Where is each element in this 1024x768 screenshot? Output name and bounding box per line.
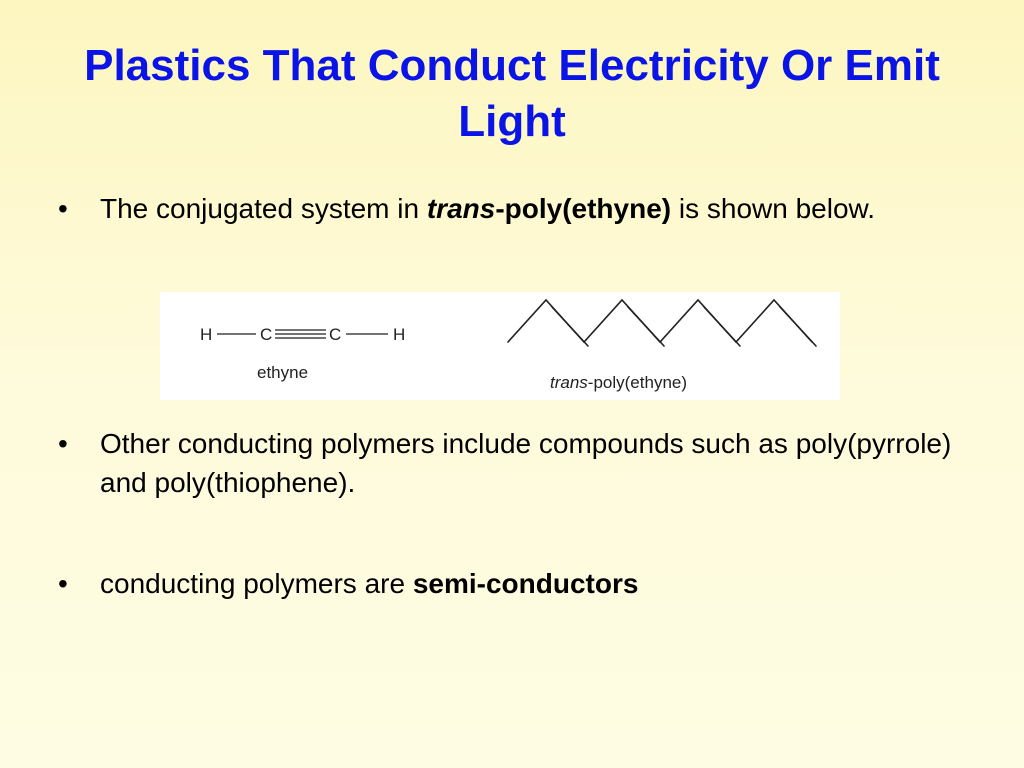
- bullet-text-before: The conjugated system in: [100, 193, 427, 224]
- triple-bond: [275, 329, 326, 339]
- bullet-text: Other conducting polymers include compou…: [100, 428, 952, 498]
- bullet-emph-bold: semi-conductors: [412, 568, 639, 599]
- ethyne-caption: ethyne: [257, 363, 308, 382]
- bullet-text-after: is shown below.: [671, 193, 875, 224]
- polymer-caption-italic: trans: [550, 373, 588, 392]
- bullet-text: The conjugated system in trans-poly(ethy…: [100, 189, 955, 228]
- polymer-caption-rest: -poly(ethyne): [588, 373, 687, 392]
- bullet-marker: •: [58, 568, 68, 599]
- polymer-caption: trans-poly(ethyne): [550, 373, 687, 392]
- chemical-structures-figure: H C C H ethyne trans-poly(ethyne): [160, 292, 840, 400]
- bullet-emph-italic: trans: [426, 193, 496, 224]
- bullet-marker: •: [58, 193, 68, 224]
- atom-h-left: H: [200, 325, 212, 344]
- structures-svg: H C C H ethyne trans-poly(ethyne): [200, 298, 817, 392]
- atom-h-right: H: [393, 325, 405, 344]
- atom-c-left: C: [260, 325, 272, 344]
- bullet-marker: •: [58, 428, 68, 459]
- atom-c-right: C: [329, 325, 341, 344]
- polymer-zigzag: [507, 298, 817, 347]
- bullet-text: conducting polymers are semi-conductors: [100, 564, 955, 603]
- slide-title: Plastics That Conduct Electricity Or Emi…: [84, 41, 940, 146]
- bullet-text-before: conducting polymers are: [100, 568, 413, 599]
- bullet-emph-bold: -poly(ethyne): [495, 193, 672, 224]
